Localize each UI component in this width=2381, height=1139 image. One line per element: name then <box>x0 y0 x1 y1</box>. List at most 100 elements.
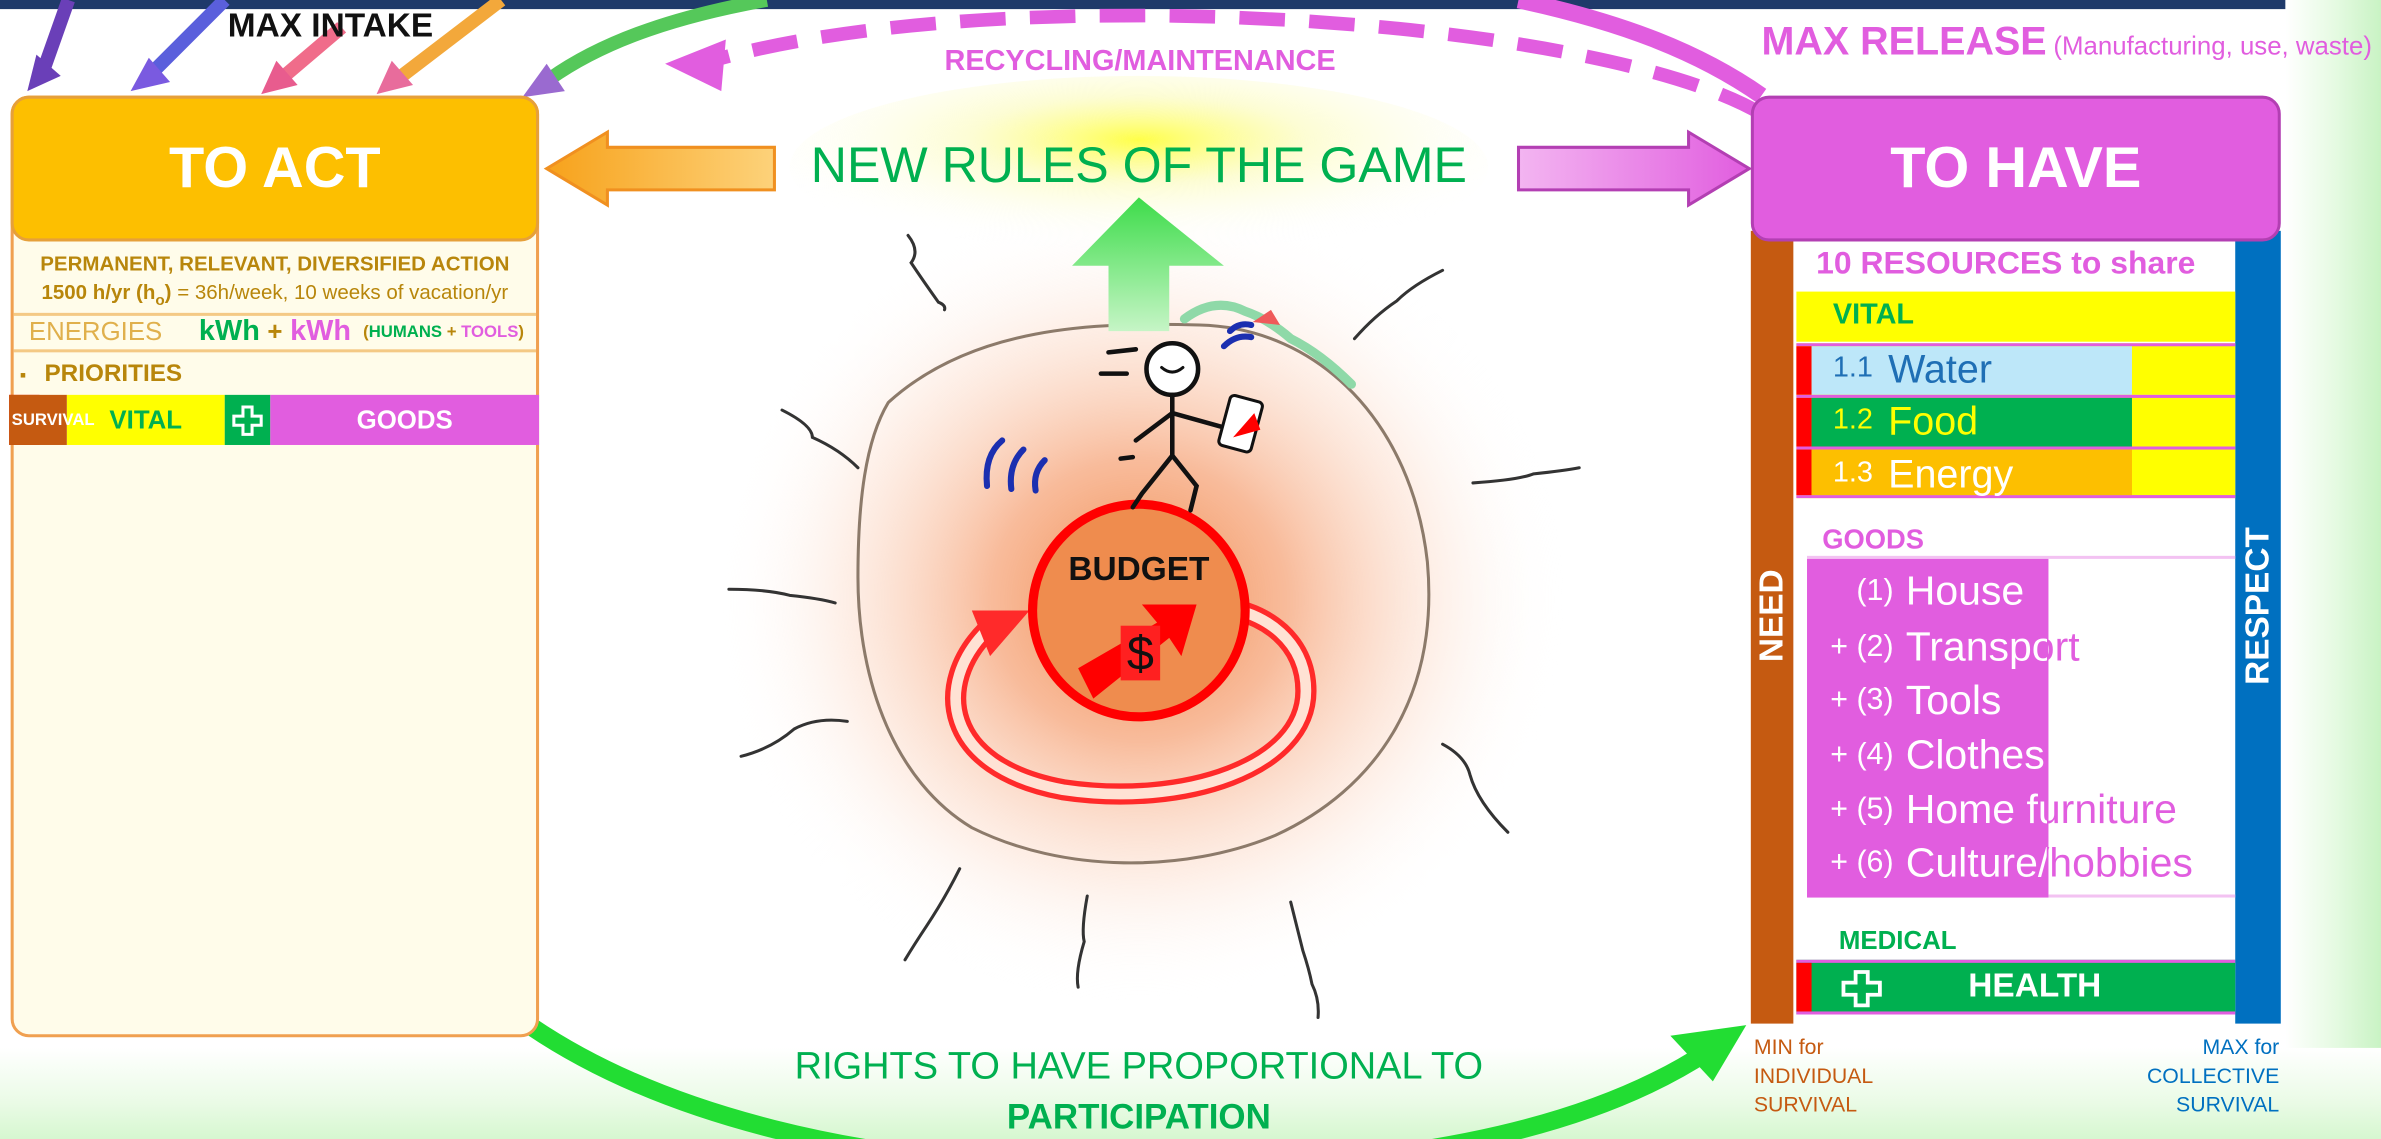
max-note-line: SURVIVAL <box>2176 1091 2280 1117</box>
need-label: NEED <box>1752 569 1791 663</box>
new-rules-title: NEW RULES OF THE GAME <box>810 136 1467 193</box>
participation-arrow <box>526 1019 1714 1139</box>
paren-open: ( <box>363 323 369 342</box>
respect-label: RESPECT <box>2238 527 2277 685</box>
goods-item-house: (1) House <box>1818 565 2025 617</box>
background-gradient-bottom <box>0 1047 2381 1139</box>
goods-title: GOODS <box>1822 523 1924 555</box>
goods-prefix: + (4) <box>1830 737 1894 771</box>
to-act-panel <box>10 95 540 1038</box>
max-note-line: MAX for <box>2202 1034 2280 1059</box>
signal-waves-icon <box>983 321 1255 494</box>
goods-item-label: Clothes <box>1905 731 2045 777</box>
water-marker <box>1796 346 1812 395</box>
recycling-label: RECYCLING/MAINTENANCE <box>944 45 1336 78</box>
goods-prefix: + (6) <box>1830 845 1894 879</box>
goods-item-label: House <box>1905 567 2025 613</box>
min-note-line: INDIVIDUAL <box>1753 1063 1874 1088</box>
planet-outline <box>856 322 1431 865</box>
stick-figure <box>1098 340 1230 513</box>
dollar-icon: $ <box>1120 625 1161 681</box>
bar-brown <box>9 394 67 445</box>
humans-label: HUMANS <box>368 323 443 342</box>
max-intake-label: MAX INTAKE <box>227 6 434 45</box>
act-hours-close: ) <box>164 280 172 304</box>
max-survival-note: MAX for COLLECTIVE SURVIVAL <box>2096 1033 2280 1120</box>
vital-item-water: 1.1 Water <box>1833 343 1992 395</box>
max-release-title: MAX RELEASE <box>1761 18 2047 64</box>
goods-item-label: Culture/hobbies <box>1905 839 2193 885</box>
act-hours-sub: o <box>155 292 165 310</box>
arrow-to-act <box>543 129 776 208</box>
survival-label: SURVIVAL <box>11 410 95 430</box>
to-act-title: TO ACT <box>10 95 540 242</box>
health-marker <box>1796 962 1812 1012</box>
energies-row: ENERGIES kWh + kWh (HUMANS + TOOLS) <box>13 312 537 353</box>
act-description: PERMANENT, RELEVANT, DIVERSIFIED ACTION <box>40 252 510 275</box>
goods-item-label: Home furniture <box>1905 785 2177 832</box>
act-hours-value: 1500 h/yr (h <box>41 280 156 304</box>
vital-title: VITAL <box>1832 299 1915 332</box>
act-hours: 1500 h/yr (ho) = 36h/week, 10 weeks of v… <box>14 281 536 309</box>
min-note-line: SURVIVAL <box>1753 1091 1858 1117</box>
min-note-line: MIN for <box>1753 1034 1824 1059</box>
vital-item-energy: 1.3 Energy <box>1833 448 2013 500</box>
energy-fill <box>1811 449 2132 496</box>
goods-item-tools: + (3) Tools <box>1818 674 2002 726</box>
goods-item-transport: + (2) Transport <box>1818 621 2080 673</box>
budget-coin <box>1028 499 1250 722</box>
act-hours-detail: = 36h/week, 10 weeks of vacation/yr <box>171 280 509 304</box>
energy-num: 1.3 <box>1832 457 1873 490</box>
rights-line1: RIGHTS TO HAVE PROPORTIONAL TO <box>794 1044 1484 1088</box>
recycling-arrow <box>699 8 1765 120</box>
respect-bar <box>2235 230 2281 1024</box>
resources-title: 10 RESOURCES to share <box>1816 246 2196 281</box>
background-gradient-right <box>2285 0 2381 1139</box>
to-have-title: TO HAVE <box>1750 95 2281 242</box>
goods-item-clothes: + (4) Clothes <box>1818 729 2045 781</box>
kwh-tools: kWh <box>290 315 352 348</box>
top-border <box>0 0 2381 10</box>
intake-arrows <box>36 0 769 85</box>
budget-label: BUDGET <box>1068 549 1210 588</box>
kwh-humans: kWh <box>198 315 260 348</box>
priorities-bar: SURVIVAL VITAL GOODS <box>9 394 540 445</box>
vital-label: VITAL <box>66 394 225 445</box>
paren-close: ) <box>518 323 524 342</box>
medical-title: MEDICAL <box>1838 926 1957 956</box>
yellow-glow <box>789 75 1489 259</box>
goods-prefix: + (5) <box>1830 792 1894 826</box>
goods-item-label: Tools <box>1905 676 2002 723</box>
goods-label: GOODS <box>270 394 540 445</box>
goods-item-home-furniture: + (5) Home furniture <box>1818 784 2177 836</box>
goods-item-label: Transport <box>1905 623 2080 669</box>
min-survival-note: MIN for INDIVIDUAL SURVIVAL <box>1754 1033 1873 1120</box>
health-plus-icon <box>1840 969 1883 1008</box>
energy-marker <box>1796 449 1812 496</box>
plus-small: + <box>442 323 462 342</box>
food-fill <box>1811 397 2132 447</box>
goods-prefix: (1) <box>1856 573 1894 607</box>
vital-item-food: 1.2 Food <box>1833 395 1978 447</box>
need-bar <box>1750 230 1794 1024</box>
goods-prefix: + (2) <box>1830 629 1894 663</box>
goods-prefix: + (3) <box>1830 682 1894 717</box>
food-marker <box>1796 397 1812 447</box>
food-num: 1.2 <box>1832 403 1873 436</box>
max-release-note: (Manufacturing, use, waste) <box>2053 31 2372 61</box>
water-num: 1.1 <box>1832 352 1873 385</box>
priorities-row: ▪ PRIORITIES <box>14 358 536 391</box>
health-label: HEALTH <box>1968 965 2102 1004</box>
max-note-line: COLLECTIVE <box>2146 1063 2280 1088</box>
scribble-rays <box>727 233 1581 1020</box>
energies-label: ENERGIES <box>28 317 163 347</box>
health-plus-icon <box>224 394 271 445</box>
bullet-icon: ▪ <box>19 364 27 386</box>
max-release-label: MAX RELEASE (Manufacturing, use, waste) <box>1761 18 2371 65</box>
tools-label: TOOLS <box>461 323 519 342</box>
goods-fill <box>1807 558 2049 898</box>
goods-item-culture: + (6) Culture/hobbies <box>1818 837 2193 889</box>
energies-plus: + <box>267 317 283 347</box>
water-label: Water <box>1888 345 1992 392</box>
